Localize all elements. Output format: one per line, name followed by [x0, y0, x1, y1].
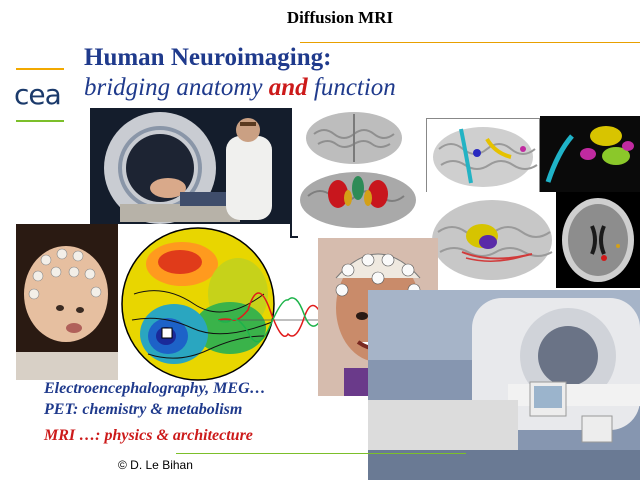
mri-axial-slice	[556, 192, 640, 288]
cortex-surface-render	[426, 118, 540, 194]
evoked-waveform	[218, 276, 328, 360]
cea-logo: cea	[10, 68, 70, 124]
caption-eeg-meg: Electroencephalography, MEG…	[44, 380, 266, 397]
logo-top-rule	[16, 68, 64, 70]
eeg-topographic-map	[118, 224, 290, 384]
mri-scanner-room	[368, 290, 640, 480]
fiber-tract-3d	[540, 116, 640, 192]
slide-title: Human Neuroimaging:	[84, 44, 332, 71]
logo-text: cea	[14, 78, 62, 111]
subtitle-accent: and	[268, 74, 308, 101]
baby-eeg-photo	[16, 224, 120, 380]
footer-rule	[176, 453, 466, 454]
slide-subtitle: bridging anatomy and function	[84, 74, 396, 102]
header-rule	[300, 42, 640, 43]
subtitle-part-2: function	[307, 74, 396, 101]
caption-pet: PET: chemistry & metabolism	[44, 401, 243, 418]
brain-3d-render	[292, 108, 424, 236]
slide-header: Diffusion MRI	[286, 8, 394, 27]
subtitle-part-1: bridging anatomy	[84, 74, 269, 101]
logo-bottom-rule	[16, 120, 64, 122]
cortex-tractography	[426, 192, 556, 288]
caption-mri: MRI …: physics & architecture	[44, 427, 253, 444]
copyright-notice: © D. Le Bihan	[118, 458, 193, 472]
scanner-photo	[90, 108, 298, 238]
